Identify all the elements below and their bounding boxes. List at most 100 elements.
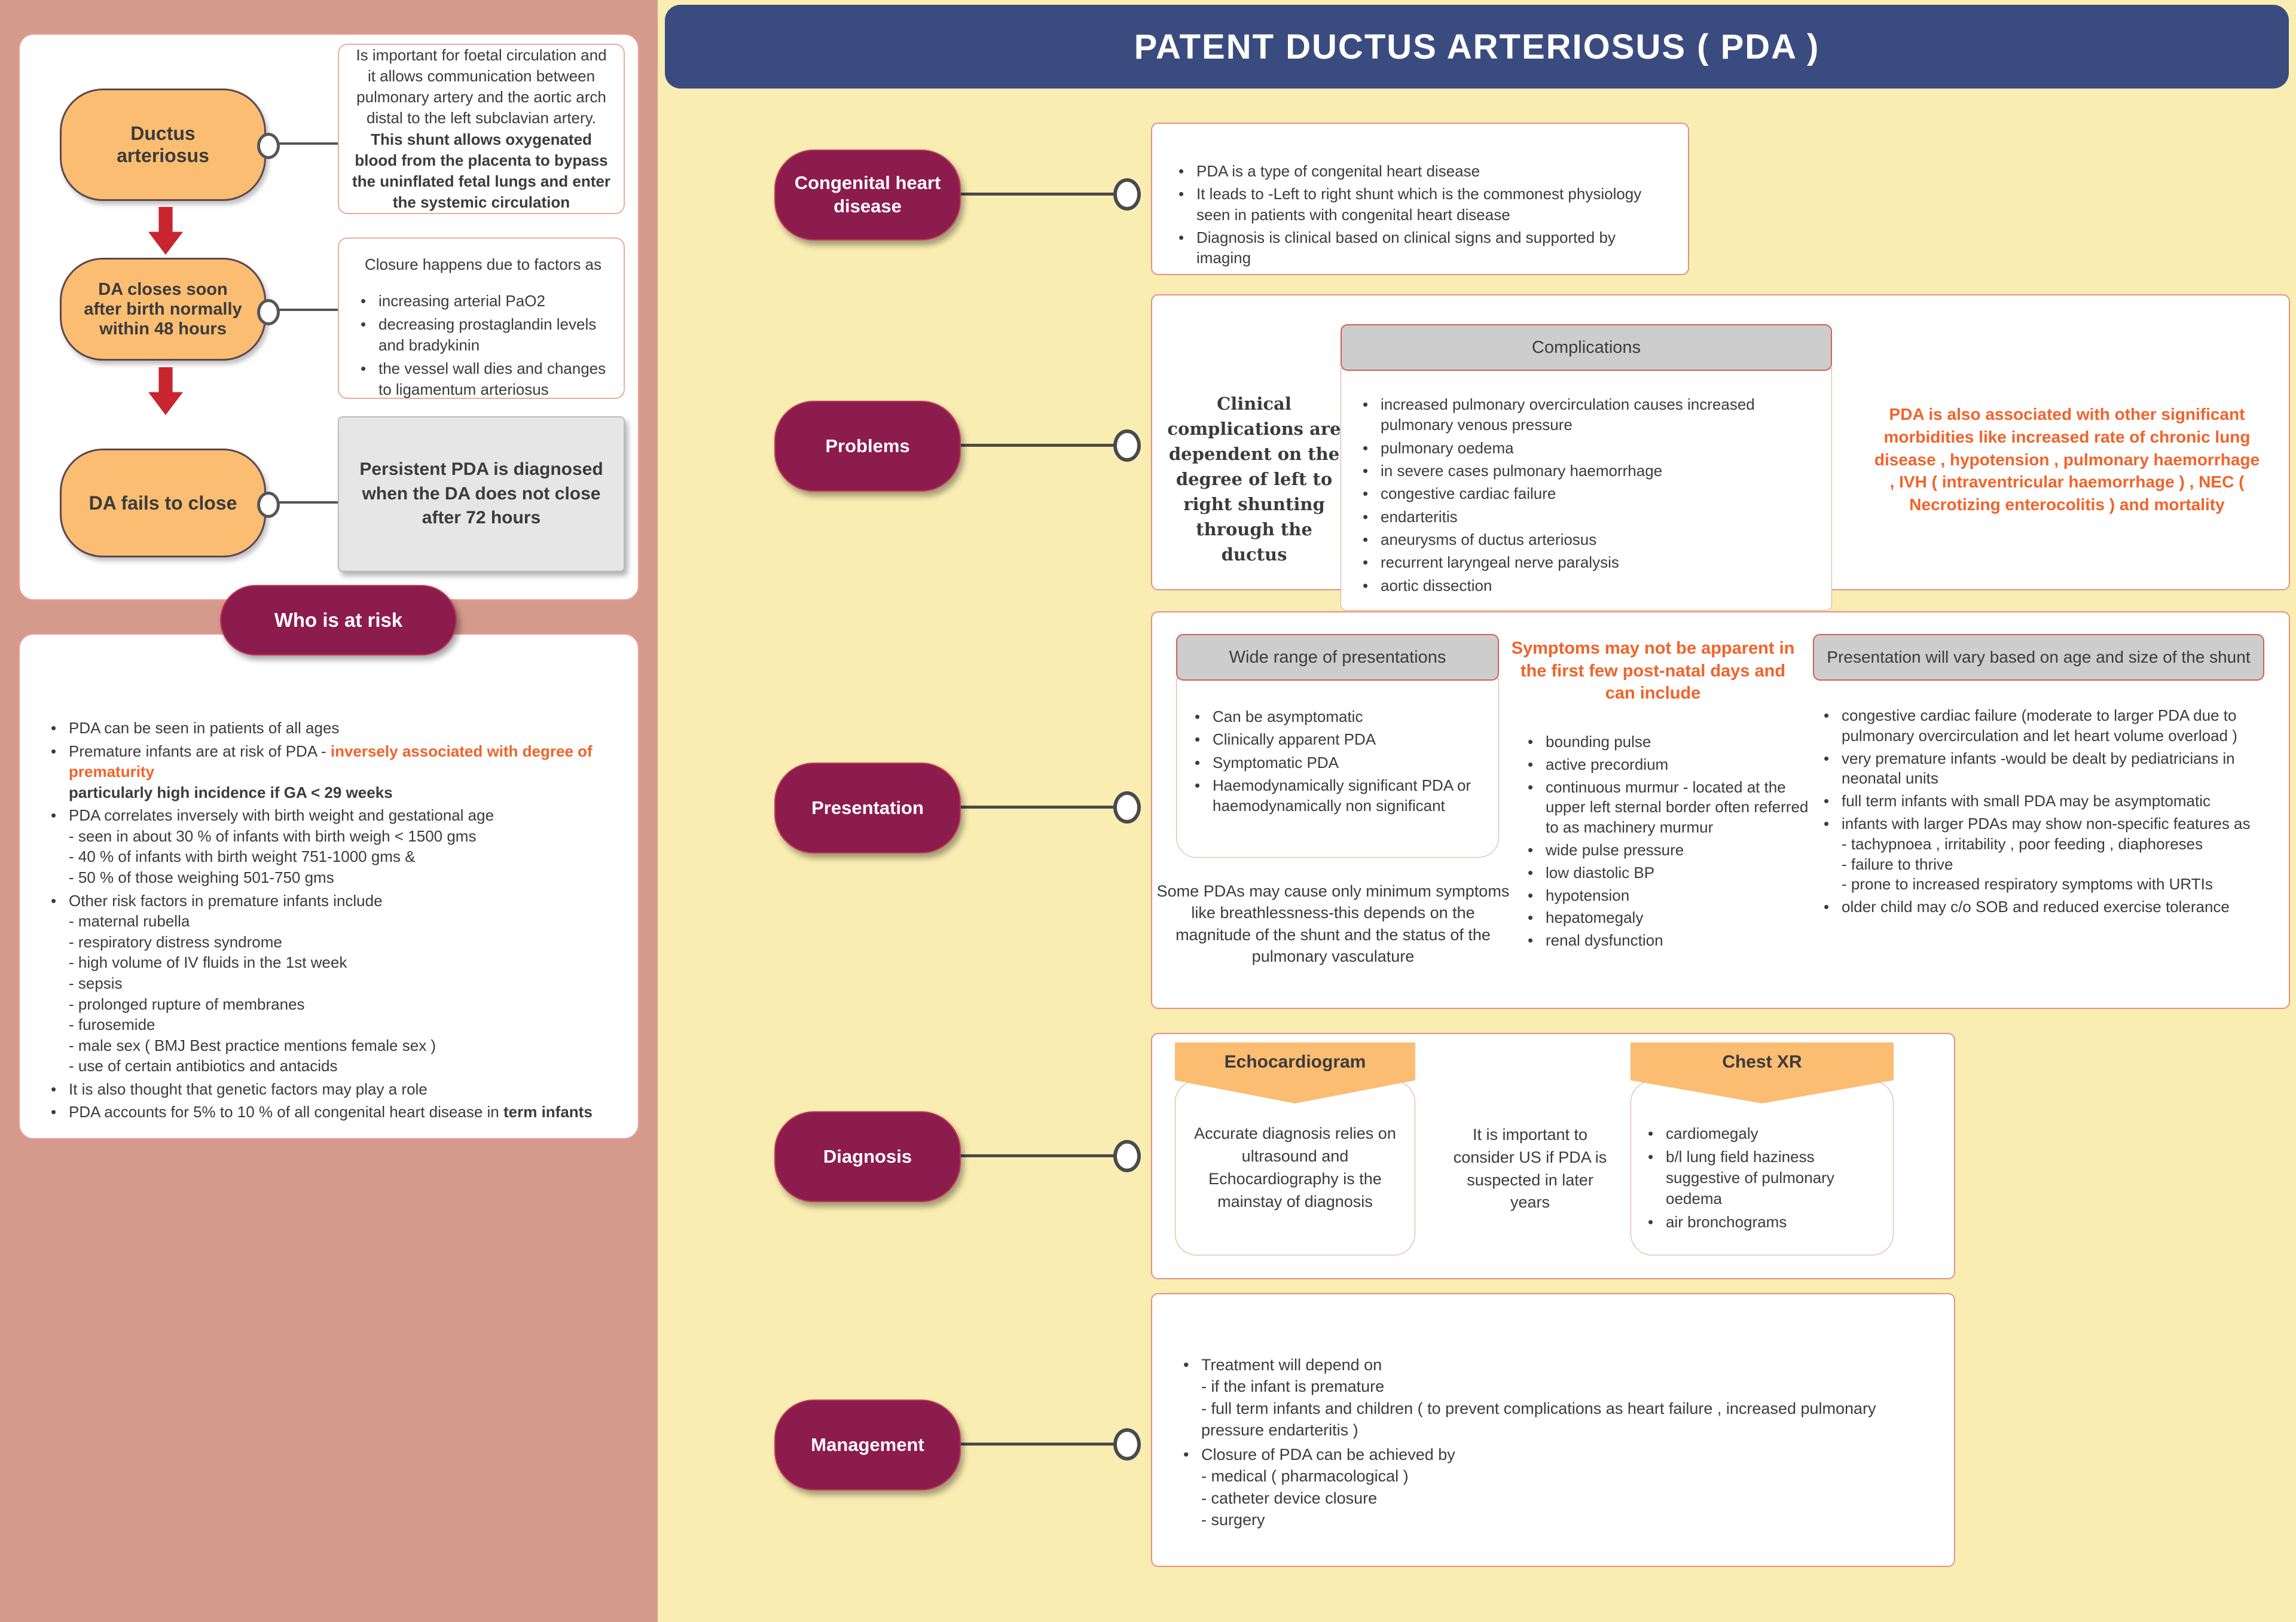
list-item: increased pulmonary overcirculation caus… — [1357, 394, 1821, 435]
sub-item: - medical ( pharmacological ) — [1201, 1467, 1409, 1486]
list-item: Treatment will depend on - if the infant… — [1177, 1354, 1937, 1441]
risk-text-bold: particularly high incidence if GA < 29 w… — [69, 783, 393, 801]
section-label: Management — [811, 1434, 924, 1455]
list-item: congestive cardiac failure — [1357, 483, 1821, 504]
risk-text: Premature infants are at risk of PDA - — [69, 742, 331, 760]
note-heading: Closure happens due to factors as — [364, 255, 602, 273]
problems-intro-text: Clinical complications are dependent on … — [1167, 394, 1341, 565]
section-label: Presentation — [811, 797, 924, 818]
list-item: very premature infants -would be dealt b… — [1818, 749, 2264, 789]
list-item: Premature infants are at risk of PDA - i… — [45, 741, 622, 803]
connector-circle — [1113, 1428, 1141, 1461]
who-is-at-risk-label: Who is at risk — [274, 609, 403, 631]
list-item: renal dysfunction — [1522, 931, 1821, 951]
sub-item: - use of certain antibiotics and antacid… — [69, 1057, 338, 1075]
connector-line — [961, 193, 1125, 196]
vary-list: congestive cardiac failure (moderate to … — [1813, 681, 2264, 917]
list-item: PDA is a type of congenital heart diseas… — [1173, 161, 1672, 182]
connector-line — [275, 501, 338, 504]
echo-text: Accurate diagnosis relies on ultrasound … — [1194, 1124, 1396, 1211]
wide-range-body: Can be asymptomatic Clinically apparent … — [1176, 678, 1499, 858]
sub-item: - if the infant is premature — [1201, 1377, 1385, 1396]
connector-circle — [1113, 1140, 1141, 1172]
problems-morbidities-note: PDA is also associated with other signif… — [1874, 405, 2260, 514]
list-item: low diastolic BP — [1522, 863, 1821, 883]
flow-node-label: DA fails to close — [88, 492, 237, 514]
note-text: Persistent PDA is diagnosed when the DA … — [359, 459, 603, 528]
presentation-minimum-symptoms-note: Some PDAs may cause only minimum symptom… — [1156, 882, 1510, 966]
who-is-at-risk-pill: Who is at risk — [220, 585, 457, 655]
mgmt-text: Closure of PDA can be achieved by — [1201, 1445, 1455, 1464]
section-pill-problems: Problems — [774, 401, 961, 492]
connector-circle — [1113, 791, 1141, 824]
section-pill-diagnosis: Diagnosis — [774, 1111, 961, 1202]
complications-body: increased pulmonary overcirculation caus… — [1341, 368, 1832, 611]
sub-item: - high volume of IV fluids in the 1st we… — [69, 953, 347, 972]
symptoms-list: bounding pulse active precordium continu… — [1522, 732, 1821, 953]
list-item: wide pulse pressure — [1522, 840, 1821, 861]
congenital-list: PDA is a type of congenital heart diseas… — [1173, 161, 1672, 269]
symptoms-heading: Symptoms may not be apparent in the firs… — [1511, 639, 1795, 703]
flow-node-da-fails: DA fails to close — [60, 449, 266, 557]
list-item: Haemodynamically significant PDA or haem… — [1189, 775, 1490, 816]
closure-factors-list: increasing arterial PaO2 decreasing pros… — [355, 291, 612, 400]
sub-item: - full term infants and children ( to pr… — [1201, 1399, 1876, 1440]
list-item: the vessel wall dies and changes to liga… — [355, 358, 612, 400]
list-item: infants with larger PDAs may show non-sp… — [1818, 814, 2264, 895]
section-label: Diagnosis — [823, 1145, 912, 1167]
wide-range-list: Can be asymptomatic Clinically apparent … — [1189, 706, 1490, 816]
vary-panel: Presentation will vary based on age and … — [1813, 634, 2264, 920]
flow-node-da-closes: DA closes soon after birth normally with… — [60, 258, 266, 361]
list-item: air bronchograms — [1642, 1212, 1886, 1233]
management-content-box: Treatment will depend on - if the infant… — [1151, 1293, 1955, 1567]
list-item: pulmonary oedema — [1357, 438, 1821, 459]
connector-circle — [257, 492, 280, 518]
section-pill-congenital-heart-disease: Congenital heart disease — [774, 150, 961, 240]
section-label: Problems — [825, 435, 910, 456]
connector-line — [961, 806, 1125, 809]
list-item: b/l lung field haziness suggestive of pu… — [1642, 1147, 1886, 1209]
list-item: Can be asymptomatic — [1189, 706, 1490, 727]
risk-text: PDA accounts for 5% to 10 % of all conge… — [69, 1103, 503, 1121]
wide-range-header: Wide range of presentations — [1176, 634, 1499, 681]
section-pill-management: Management — [774, 1400, 961, 1490]
risk-text: PDA correlates inversely with birth weig… — [69, 806, 494, 825]
connector-circle — [1113, 429, 1141, 462]
connector-line — [961, 1443, 1125, 1446]
page-title: PATENT DUCTUS ARTERIOSUS ( PDA ) — [665, 5, 2289, 89]
sub-item: - maternal rubella — [69, 912, 190, 931]
list-item: hypotension — [1522, 886, 1821, 906]
congenital-content-box: PDA is a type of congenital heart diseas… — [1151, 123, 1689, 275]
sub-item: - surgery — [1201, 1511, 1265, 1529]
list-item: aneurysms of ductus arteriosus — [1357, 529, 1821, 550]
diagnosis-us-note: It is important to consider US if PDA is… — [1453, 1126, 1607, 1212]
sub-item: - seen in about 30 % of infants with bir… — [69, 827, 477, 845]
connector-circle — [257, 133, 280, 159]
sub-item: - furosemide — [69, 1016, 155, 1034]
vary-header: Presentation will vary based on age and … — [1813, 634, 2264, 681]
chest-xr-body: cardiomegaly b/l lung field haziness sug… — [1631, 1081, 1894, 1255]
sub-item: - failure to thrive — [1842, 855, 1953, 873]
vary-text: infants with larger PDAs may show non-sp… — [1842, 814, 2251, 833]
list-item: older child may c/o SOB and reduced exer… — [1818, 897, 2264, 917]
flow-note-persistent-pda: Persistent PDA is diagnosed when the DA … — [338, 416, 625, 572]
list-item: hepatomegaly — [1522, 908, 1821, 928]
chest-xr-list: cardiomegaly b/l lung field haziness sug… — [1642, 1123, 1886, 1233]
list-item: aortic dissection — [1357, 575, 1821, 596]
list-item: bounding pulse — [1522, 732, 1821, 752]
list-item: PDA correlates inversely with birth weig… — [45, 805, 622, 888]
flow-node-label: Ductus arteriosus — [117, 123, 209, 166]
list-item: cardiomegaly — [1642, 1123, 1886, 1144]
list-item: active precordium — [1522, 755, 1821, 775]
sub-item: - respiratory distress syndrome — [69, 932, 282, 951]
note-text-bold: This shunt allows oxygenated blood from … — [352, 130, 610, 211]
list-item: PDA accounts for 5% to 10 % of all conge… — [45, 1102, 622, 1123]
list-item: continuous murmur - located at the upper… — [1522, 778, 1821, 838]
diagnosis-content-box: Echocardiogram Accurate diagnosis relies… — [1151, 1033, 1955, 1279]
list-item: decreasing prostaglandin levels and brad… — [355, 314, 612, 356]
connector-line — [275, 309, 338, 311]
echocardiogram-panel: Echocardiogram Accurate diagnosis relies… — [1175, 1042, 1415, 1255]
risk-text-orange: inversely associated with degree of prem… — [69, 742, 593, 781]
complications-list: increased pulmonary overcirculation caus… — [1357, 394, 1821, 596]
